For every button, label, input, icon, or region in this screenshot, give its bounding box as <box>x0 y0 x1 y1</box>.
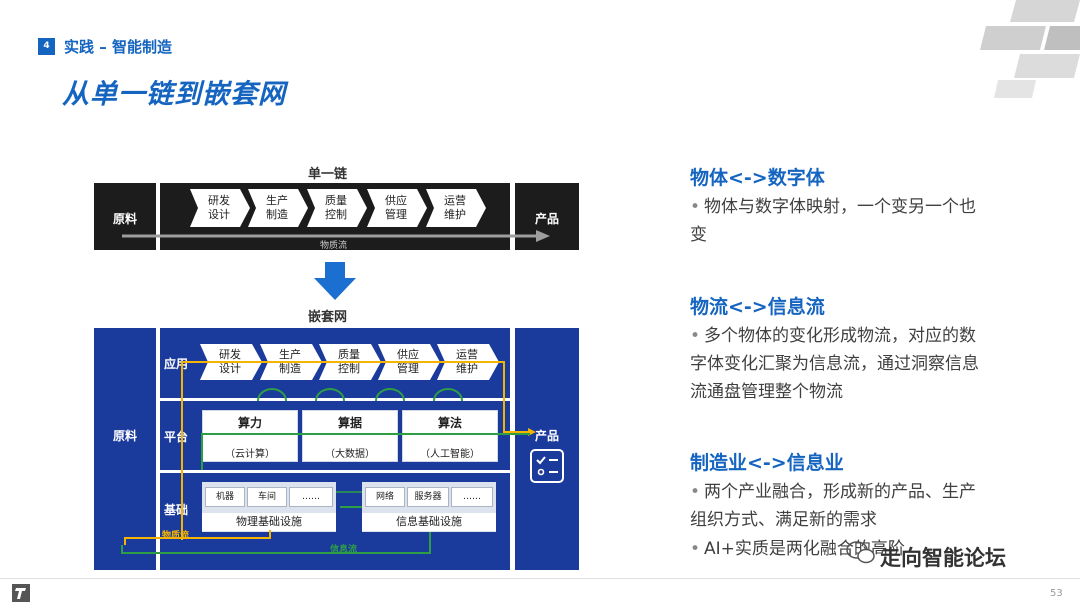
net-start-label: 原料 <box>112 429 137 443</box>
chain-step-5: 运营维护 <box>444 194 466 221</box>
chain-end-label: 产品 <box>534 212 559 226</box>
footer-logo-icon <box>12 584 30 602</box>
chain-steps-arrows <box>190 189 486 227</box>
net-step-5: 运营维护 <box>456 348 478 375</box>
brand-logo-decoration <box>980 0 1080 98</box>
chain-title: 单一链 <box>308 167 348 182</box>
chain-flow-label: 物质流 <box>320 241 348 251</box>
chain-step-4: 供应管理 <box>385 194 407 221</box>
info-infrastructure-label: 信息基础设施 <box>362 513 496 531</box>
heading-object-digital: 物体<->数字体 <box>690 167 825 189</box>
wechat-icon <box>846 541 875 564</box>
net-end-label: 产品 <box>534 429 559 443</box>
net-start-panel: 原料 <box>94 328 156 570</box>
bullet-object-digital: •物体与数字体映射，一个变另一个也变 <box>690 197 977 245</box>
transform-down-arrow <box>314 262 356 300</box>
page-number: 53 <box>1050 588 1063 599</box>
platform-box-compute: 算力 （云计算） <box>202 410 298 462</box>
footer-divider <box>0 578 1080 579</box>
physical-item-machine: 机器 <box>205 487 245 507</box>
bullet-logistics-info: •多个物体的变化形成物流，对应的数字体变化汇聚为信息流，通过洞察信息流通盘管理整… <box>690 326 979 402</box>
info-item-server: 服务器 <box>407 487 449 507</box>
watermark-text: 走向智能论坛 <box>880 546 1006 570</box>
net-end-panel: 产品 <box>515 328 579 570</box>
info-flow-label: 信息流 <box>330 545 358 555</box>
net-title: 嵌套网 <box>308 310 348 325</box>
platform-box-data: 算据 （大数据） <box>302 410 398 462</box>
bullet-manufacturing-info-2: •AI+实质是两化融合的高阶 <box>690 539 905 559</box>
net-step-3: 质量控制 <box>338 348 360 375</box>
chain-flow-arrow <box>122 230 550 242</box>
section-title: 实践 – 智能制造 <box>64 38 172 56</box>
info-item-more: …… <box>451 487 493 507</box>
material-flow-label: 物质流 <box>162 531 190 541</box>
page-title: 从单一链到嵌套网 <box>62 79 286 110</box>
physical-infrastructure-group: 机器 车间 …… 物理基础设施 <box>202 482 336 532</box>
product-checklist-icon <box>530 449 564 483</box>
net-step-2: 生产制造 <box>279 348 301 375</box>
heading-manufacturing-info: 制造业<->信息业 <box>690 452 844 474</box>
physical-item-workshop: 车间 <box>247 487 287 507</box>
section-number-badge: 4 <box>38 38 55 55</box>
chain-start-panel: 原料 <box>94 183 156 250</box>
net-step-1: 研发设计 <box>219 348 241 375</box>
bullet-manufacturing-info-1: •两个产业融合，形成新的产品、生产组织方式、满足新的需求 <box>690 482 977 530</box>
physical-item-more: …… <box>289 487 333 507</box>
chain-step-3: 质量控制 <box>325 194 347 221</box>
chain-step-2: 生产制造 <box>266 194 288 221</box>
net-step-4: 供应管理 <box>397 348 419 375</box>
chain-start-label: 原料 <box>112 212 137 226</box>
chain-step-1: 研发设计 <box>208 194 230 221</box>
platform-box-algorithm: 算法 （人工智能） <box>402 410 498 462</box>
info-item-network: 网络 <box>365 487 405 507</box>
chain-end-panel: 产品 <box>515 183 579 250</box>
info-infrastructure-group: 网络 服务器 …… 信息基础设施 <box>362 482 496 532</box>
heading-logistics-info: 物流<->信息流 <box>690 296 825 318</box>
physical-infrastructure-label: 物理基础设施 <box>202 513 336 531</box>
